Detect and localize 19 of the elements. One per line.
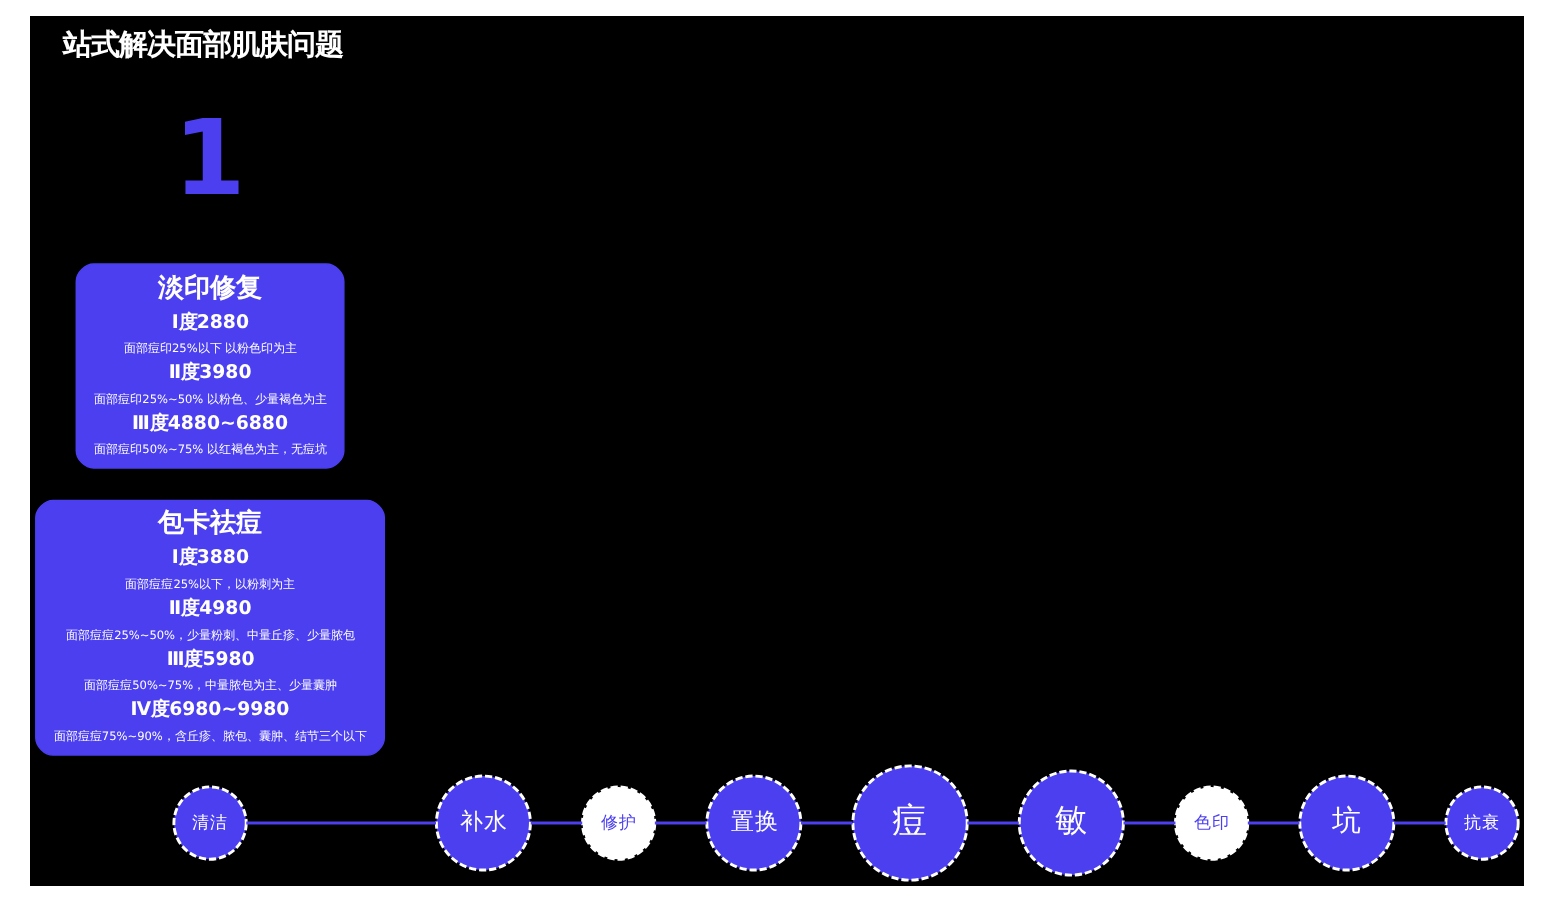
node-circle: 清洁 — [172, 785, 248, 861]
connector — [654, 821, 707, 825]
node-circle: 抗衰 — [1444, 785, 1520, 861]
node-circle: 痘 — [851, 764, 969, 882]
node-circle: 色印 — [1174, 785, 1250, 861]
node-circle: 敏 — [1017, 769, 1125, 877]
node-circle: 补水 — [434, 774, 532, 872]
label: 1 — [173, 100, 246, 221]
node-circle: 修护 — [581, 785, 657, 861]
node-circle: 坑 — [1298, 774, 1396, 872]
connector — [530, 821, 583, 825]
connector — [246, 821, 436, 825]
connector — [1123, 821, 1176, 825]
connector — [967, 821, 1019, 825]
label: 站式解决面部肌肤问题 — [63, 29, 344, 62]
connector — [800, 821, 853, 825]
connector — [1394, 821, 1446, 825]
connector — [1247, 821, 1300, 825]
node-circle: 置换 — [705, 774, 803, 872]
